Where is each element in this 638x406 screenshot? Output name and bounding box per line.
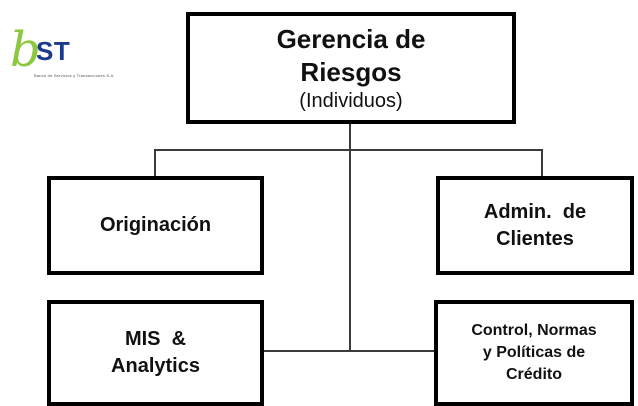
node-credit-control-line1: Control, Normas	[471, 322, 597, 339]
node-credit-control-line3: Crédito	[506, 366, 562, 383]
logo-tagline: Banco de Servicios y Transacciones S.A.	[34, 73, 115, 78]
logo-mark: b	[10, 22, 41, 78]
node-client-admin-line1: Admin. de	[483, 200, 587, 223]
left-drop-connector	[154, 149, 156, 177]
right-drop-connector	[541, 149, 543, 177]
bst-logo: b ST Banco de Servicios y Transacciones …	[10, 22, 170, 92]
root-title-line1: Gerencia de	[276, 24, 426, 54]
node-mis-analytics-line2: Analytics	[111, 355, 200, 377]
node-client-admin: Admin. de Clientes	[436, 176, 634, 275]
logo-text: ST	[36, 36, 71, 66]
top-branch-connector	[154, 149, 543, 151]
root-title-line2: Riesgos	[300, 57, 402, 87]
node-credit-control-line2: y Políticas de	[482, 344, 586, 361]
node-mis-analytics-line1: MIS &	[124, 328, 187, 350]
root-node-risk-management: Gerencia de Riesgos (Individuos)	[186, 12, 516, 124]
node-mis-analytics: MIS & Analytics	[47, 300, 264, 406]
node-client-admin-line2: Clientes	[496, 227, 574, 250]
bottom-branch-connector	[262, 350, 435, 352]
node-origination: Originación	[47, 176, 264, 275]
node-credit-control: Control, Normas y Políticas de Crédito	[434, 300, 634, 406]
root-subtitle: (Individuos)	[299, 90, 403, 112]
trunk-connector	[349, 122, 351, 352]
node-origination-label: Originación	[99, 214, 212, 236]
